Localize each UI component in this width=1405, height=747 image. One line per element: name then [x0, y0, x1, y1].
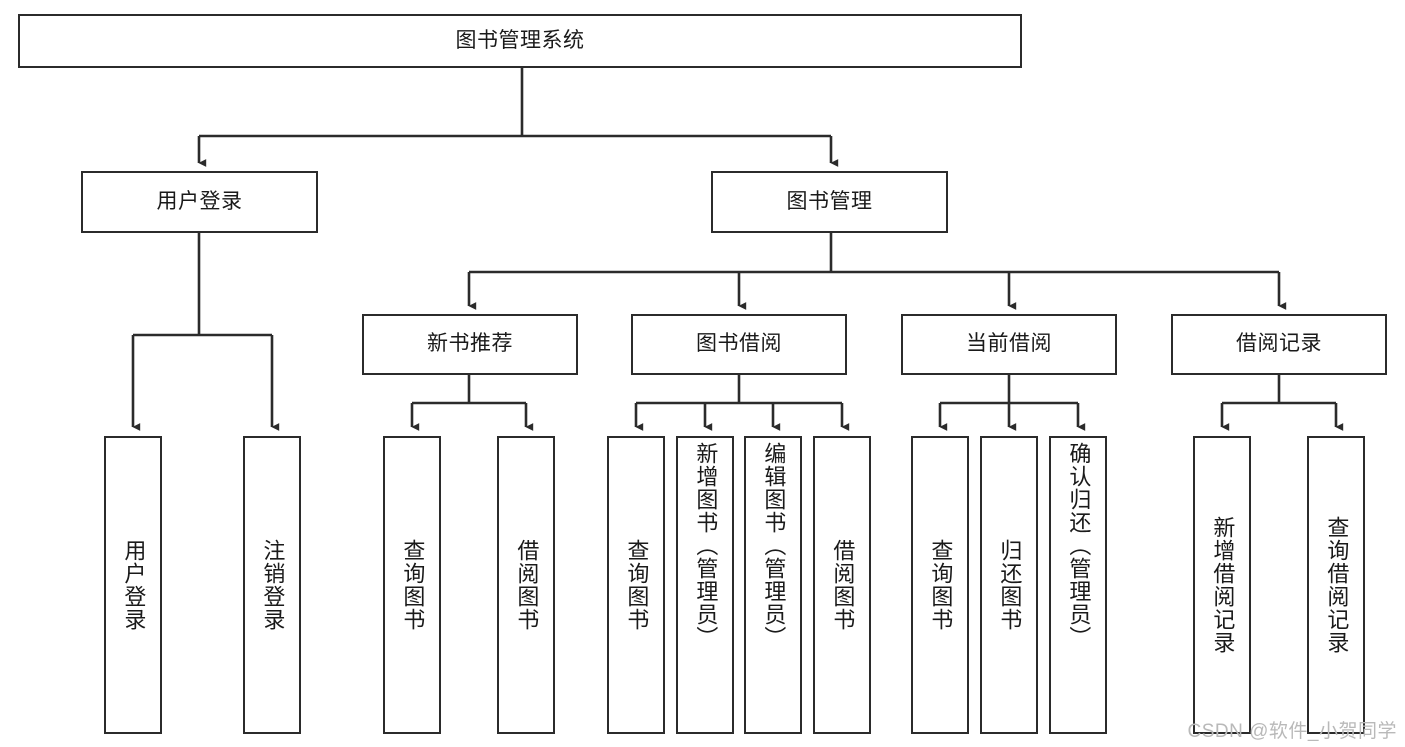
node-label: 编辑图书（管理员）: [761, 442, 787, 649]
leaf-new-book-borrow-book[interactable]: 借阅图书: [497, 436, 555, 734]
node-book-borrow[interactable]: 图书借阅: [631, 314, 847, 375]
leaf-book-borrow-add-book-admin[interactable]: 新增图书（管理员）: [676, 436, 734, 734]
node-label: 图书管理: [786, 189, 873, 213]
leaf-book-borrow-query-book[interactable]: 查询图书: [607, 436, 665, 734]
leaf-user-login-login[interactable]: 用户登录: [104, 436, 162, 734]
node-label: 用户登录: [156, 189, 243, 213]
node-root-system[interactable]: 图书管理系统: [18, 14, 1022, 68]
leaf-borrow-record-add-record[interactable]: 新增借阅记录: [1193, 436, 1251, 734]
node-label: 注销登录: [260, 539, 286, 631]
leaf-new-book-query-book[interactable]: 查询图书: [383, 436, 441, 734]
node-label: 新书推荐: [427, 332, 513, 356]
watermark-text: CSDN @软件_小贺同学: [1187, 721, 1397, 742]
node-new-book-recommend[interactable]: 新书推荐: [362, 314, 578, 375]
node-label: 借阅图书: [830, 539, 856, 631]
node-label: 查询图书: [624, 539, 650, 631]
node-label: 查询图书: [400, 539, 426, 631]
leaf-user-login-logout[interactable]: 注销登录: [243, 436, 301, 734]
node-label: 借阅图书: [514, 539, 540, 631]
leaf-current-borrow-query-book[interactable]: 查询图书: [911, 436, 969, 734]
leaf-current-borrow-return-book[interactable]: 归还图书: [980, 436, 1038, 734]
node-label: 归还图书: [997, 539, 1023, 631]
node-label: 新增借阅记录: [1210, 516, 1236, 654]
node-label: 图书借阅: [696, 332, 782, 356]
node-label: 图书管理系统: [455, 28, 585, 52]
leaf-book-borrow-edit-book-admin[interactable]: 编辑图书（管理员）: [744, 436, 802, 734]
node-label: 借阅记录: [1236, 332, 1322, 356]
node-label: 确认归还（管理员）: [1066, 442, 1092, 649]
node-borrow-record[interactable]: 借阅记录: [1171, 314, 1387, 375]
leaf-current-borrow-confirm-return-admin[interactable]: 确认归还（管理员）: [1049, 436, 1107, 734]
node-label: 查询借阅记录: [1324, 516, 1350, 654]
node-current-borrow[interactable]: 当前借阅: [901, 314, 1117, 375]
node-book-management[interactable]: 图书管理: [711, 171, 948, 233]
node-label: 查询图书: [928, 539, 954, 631]
leaf-borrow-record-query-record[interactable]: 查询借阅记录: [1307, 436, 1365, 734]
node-label: 当前借阅: [966, 332, 1052, 356]
node-user-login[interactable]: 用户登录: [81, 171, 318, 233]
node-label: 用户登录: [121, 539, 147, 631]
leaf-book-borrow-borrow-book[interactable]: 借阅图书: [813, 436, 871, 734]
node-label: 新增图书（管理员）: [693, 442, 719, 649]
